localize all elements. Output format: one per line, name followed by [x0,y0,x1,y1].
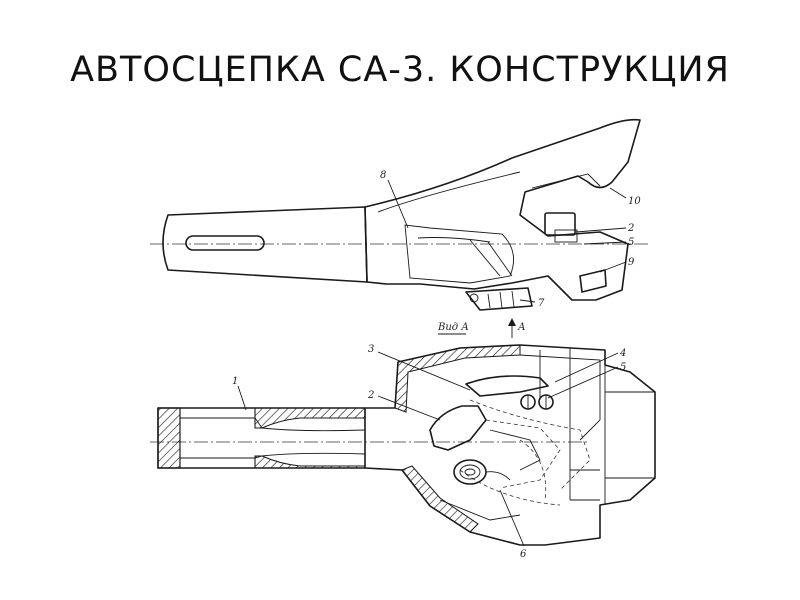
slide-title: АВТОСЦЕПКА СА-3. КОНСТРУКЦИЯ [70,50,730,90]
callout-1: 1 [232,376,238,387]
callout-7: 7 [538,298,545,309]
callout-2: 2 [367,390,374,401]
coupler-side-view: 8 10 2 5 9 7 [150,118,650,311]
callout-2: 2 [627,223,634,234]
callout-10: 10 [628,196,641,207]
coupler-section-view: 1 3 2 4 5 6 [150,344,656,560]
view-a-arrow-label: А [517,322,526,333]
callout-9: 9 [628,257,635,268]
callout-6: 6 [520,549,527,560]
view-a-label: Вид А [437,322,469,333]
callout-4: 4 [619,348,626,359]
callout-5: 5 [628,237,634,248]
callout-3: 3 [368,344,374,355]
callout-5: 5 [620,362,626,373]
view-a-marker: Вид А А [437,318,526,338]
callout-8: 8 [380,170,386,181]
